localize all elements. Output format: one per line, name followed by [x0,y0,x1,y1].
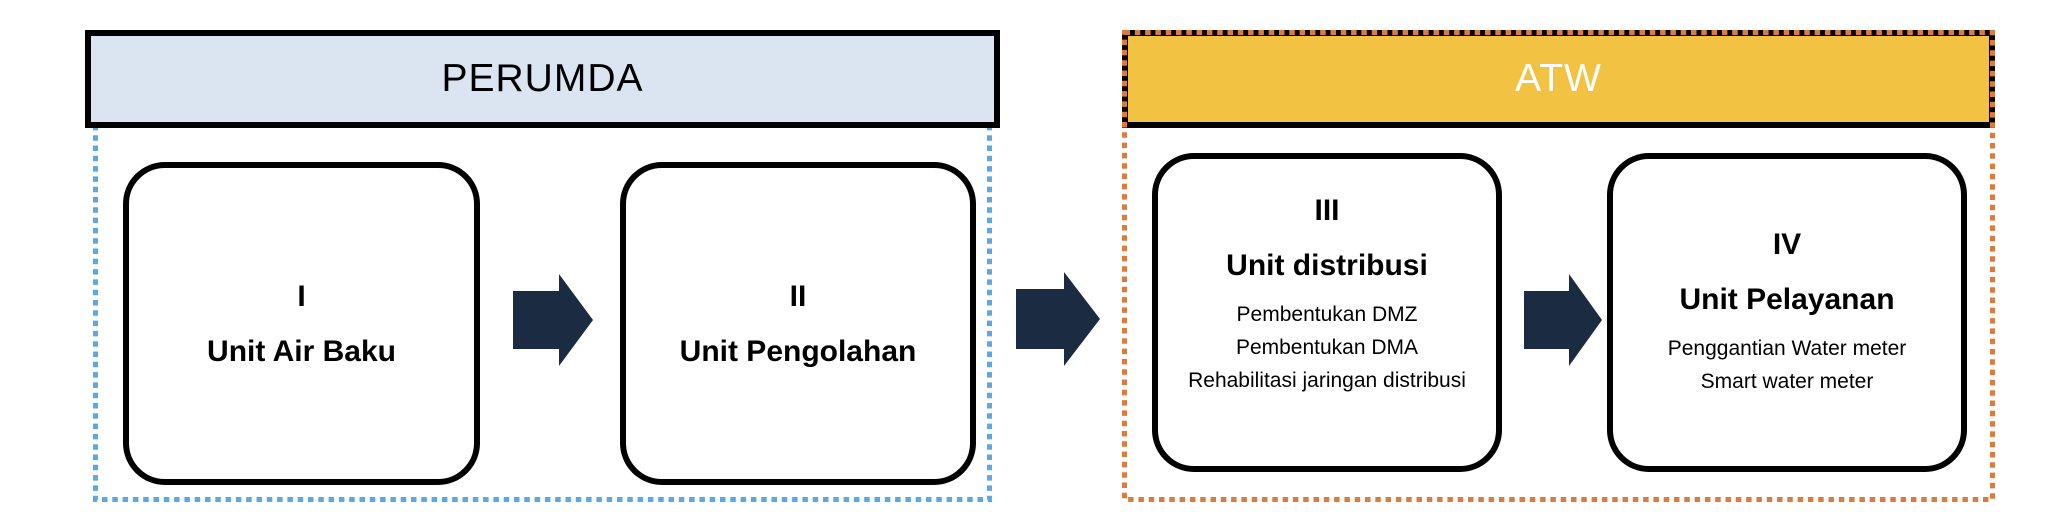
card-title: Unit distribusi [1226,249,1428,282]
arrow-shape [1016,272,1100,366]
perumda-header-label: PERUMDA [441,57,644,100]
perumda-header: PERUMDA [85,30,1000,128]
card-title: Unit Air Baku [207,334,396,368]
card-number: IV [1772,227,1802,261]
arrow-icon [1524,274,1602,366]
card-items: Penggantian Water meter Smart water mete… [1668,332,1907,398]
arrow-shape [513,274,593,366]
card-unit-distribusi: III Unit distribusi Pembentukan DMZ Pemb… [1152,153,1502,472]
arrow-icon [1016,272,1100,366]
card-title: Unit Pengolahan [679,334,917,368]
atw-header: ATW [1122,30,1995,128]
card-number: II [789,279,807,313]
card-number: I [297,279,306,313]
atw-header-label: ATW [1515,57,1602,100]
card-unit-air-baku: I Unit Air Baku [123,162,480,485]
card-item: Penggantian Water meter [1667,336,1907,360]
card-item: Pembentukan DMA [1235,336,1419,359]
card-items: Pembentukan DMZ Pembentukan DMA Rehabili… [1188,298,1466,397]
card-unit-pelayanan: IV Unit Pelayanan Penggantian Water mete… [1607,153,1967,472]
card-item: Rehabilitasi jaringan distribusi [1188,369,1466,392]
card-item: Pembentukan DMZ [1236,303,1418,326]
card-item: Smart water meter [1700,369,1874,393]
card-number: III [1314,194,1340,227]
card-unit-pengolahan: II Unit Pengolahan [620,162,976,485]
card-title: Unit Pelayanan [1679,282,1895,316]
arrow-icon [513,274,593,366]
arrow-shape [1524,274,1602,366]
